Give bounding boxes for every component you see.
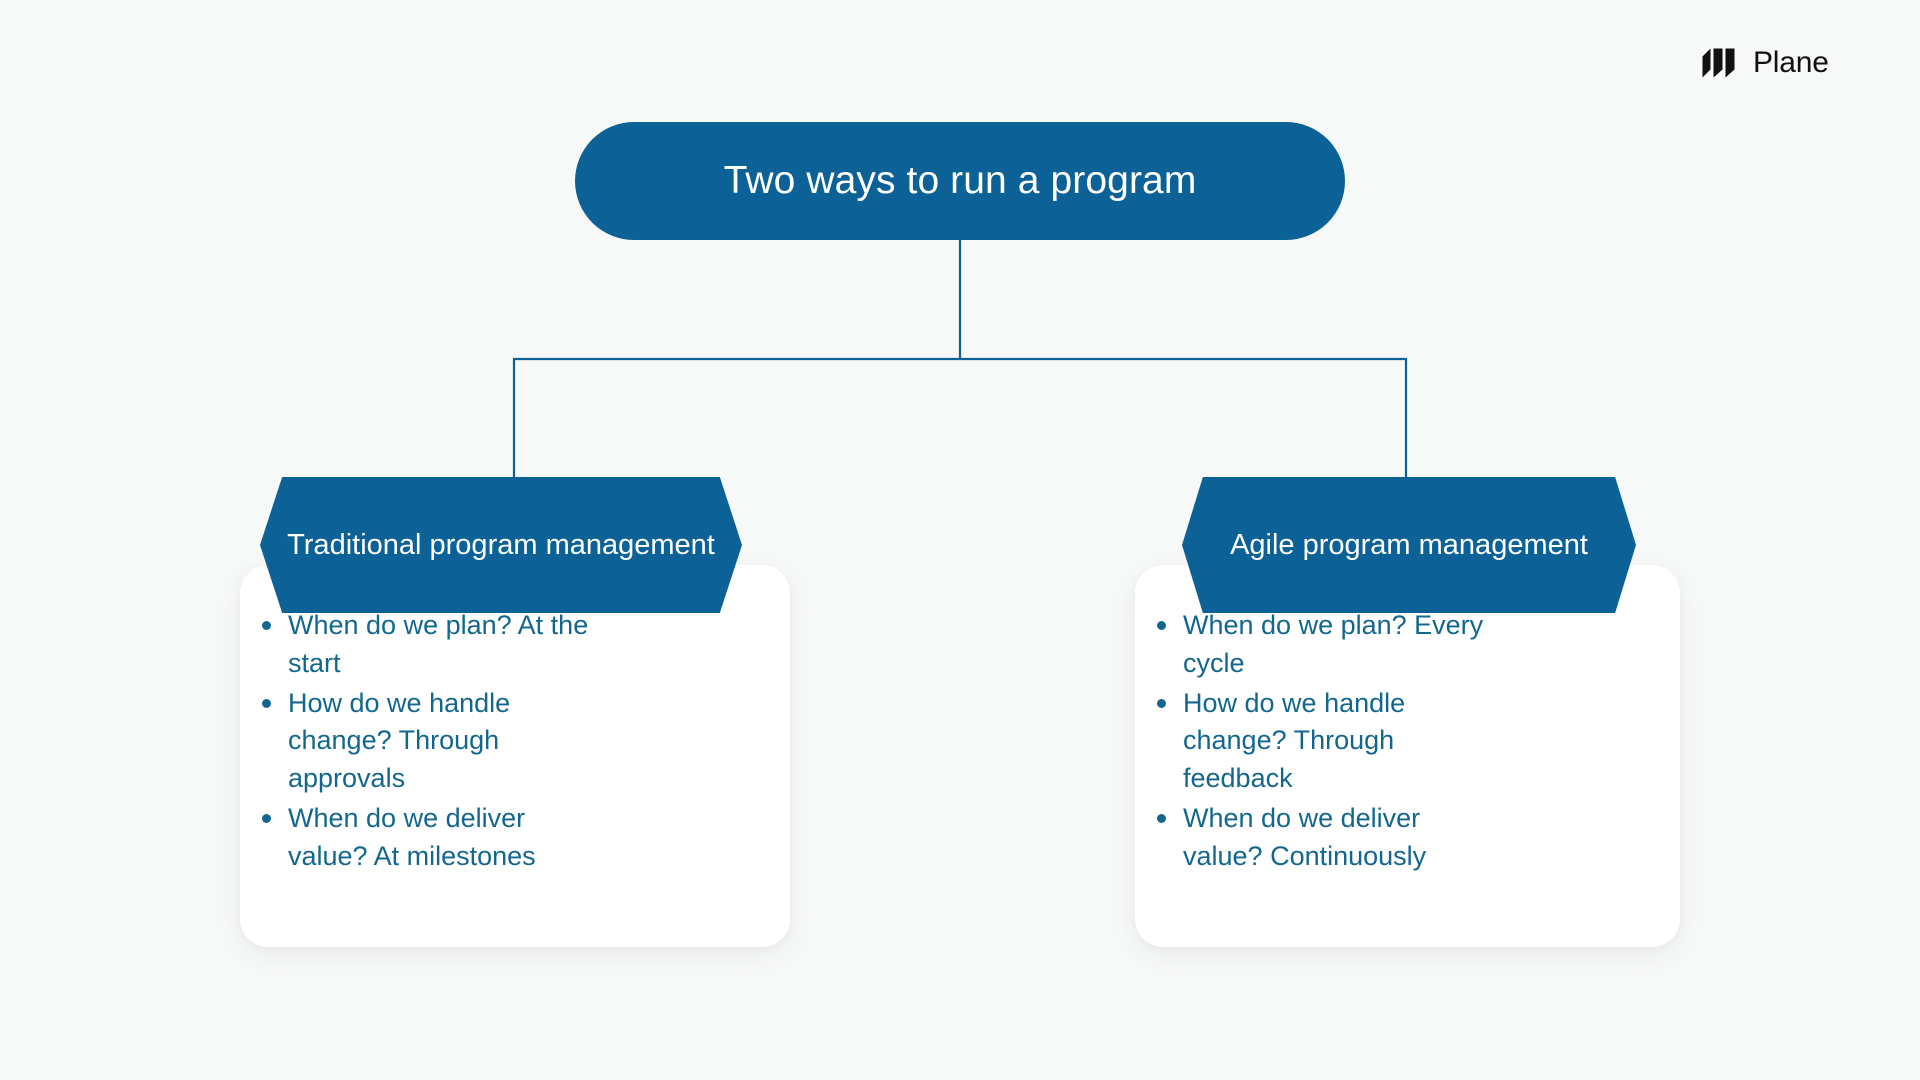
- brand-name: Plane: [1753, 46, 1829, 79]
- branch-bullet-list: When do we plan? At the start How do we …: [252, 607, 612, 878]
- list-item-text: When do we plan? Every cycle: [1183, 610, 1484, 678]
- diagram-root-label: Two ways to run a program: [723, 158, 1197, 202]
- bullet-dot-icon: [262, 813, 271, 823]
- bullet-dot-icon: [262, 698, 271, 708]
- list-item: When do we plan? At the start: [252, 607, 612, 683]
- branch-card: [240, 565, 790, 947]
- plane-logo-icon: [1702, 48, 1735, 78]
- bullet-dot-icon: [1157, 698, 1166, 708]
- diagram-root-node: Two ways to run a program: [575, 122, 1345, 240]
- list-item: How do we handle change? Through approva…: [252, 685, 612, 798]
- bullet-dot-icon: [1157, 813, 1166, 823]
- list-item-text: How do we handle change? Through feedbac…: [1183, 687, 1406, 794]
- branch-heading-hexagon: Traditional program management: [260, 477, 742, 613]
- list-item-text: How do we handle change? Through approva…: [288, 687, 511, 794]
- bullet-dot-icon: [262, 621, 271, 630]
- list-item: How do we handle change? Through feedbac…: [1147, 685, 1507, 798]
- list-item: When do we deliver value? Continuously: [1147, 800, 1507, 876]
- brand-logo: Plane: [1702, 48, 1829, 78]
- branch-card: [1135, 565, 1680, 947]
- list-item-text: When do we deliver value? Continuously: [1183, 802, 1427, 871]
- list-item: When do we deliver value? At milestones: [252, 800, 612, 876]
- list-item-text: When do we plan? At the start: [288, 610, 589, 678]
- list-item-text: When do we deliver value? At milestones: [288, 802, 536, 871]
- branch-heading-label: Traditional program management: [287, 528, 715, 561]
- bullet-dot-icon: [1157, 621, 1166, 630]
- branch-heading-hexagon: Agile program management: [1182, 477, 1636, 613]
- branch-heading-label: Agile program management: [1230, 528, 1588, 561]
- branch-bullet-list: When do we plan? Every cycle How do we h…: [1147, 607, 1507, 878]
- list-item: When do we plan? Every cycle: [1147, 607, 1507, 683]
